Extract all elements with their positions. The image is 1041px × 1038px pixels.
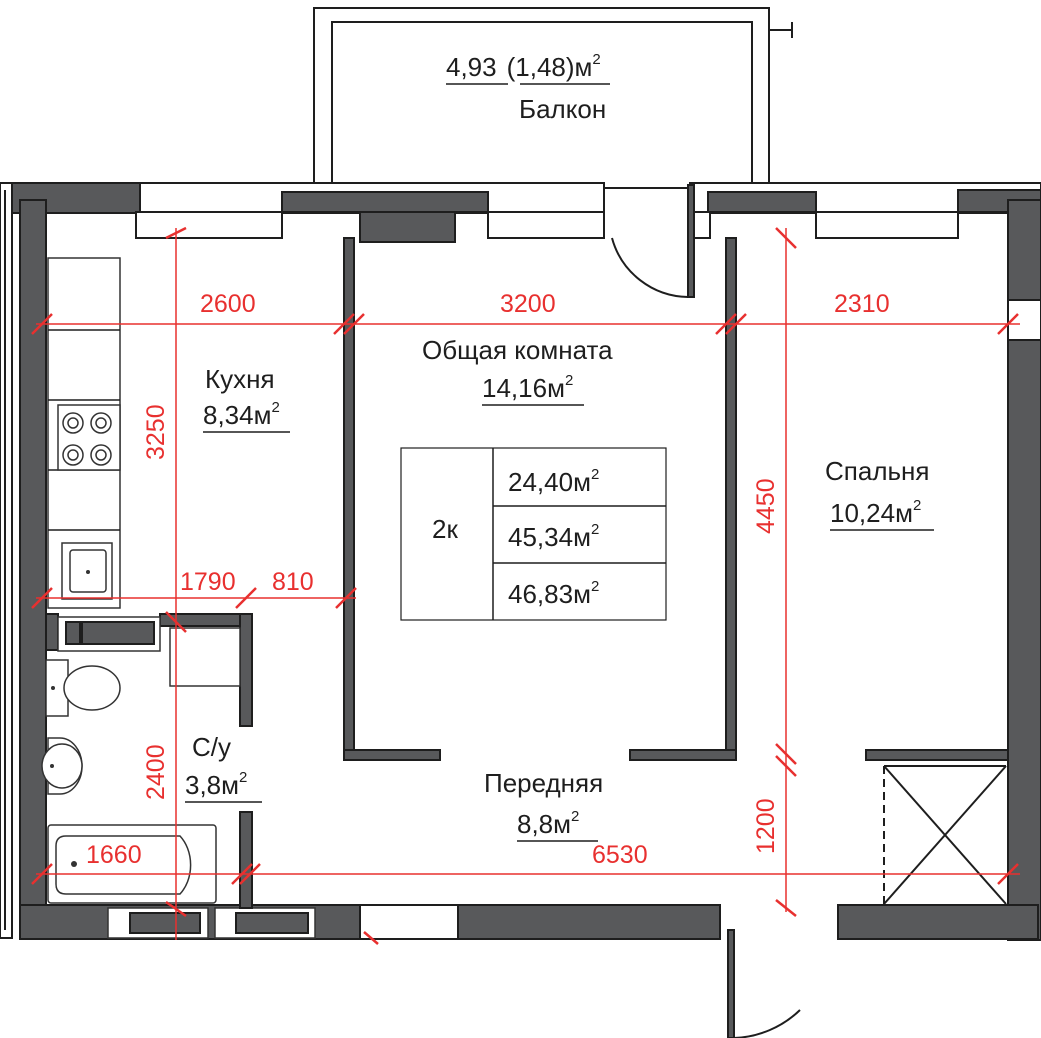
dim-hall-right: 810 — [272, 568, 314, 596]
svg-text:45,34м2: 45,34м2 — [508, 521, 599, 552]
bedroom-area-sup: 2 — [913, 497, 921, 514]
bathtub-icon — [47, 824, 217, 904]
kitchen-area-sup: 2 — [271, 399, 279, 416]
balcony-area: 4,93 — [446, 52, 497, 82]
living-area-total-sup: 2 — [591, 466, 599, 483]
hall-area-sup: 2 — [571, 808, 579, 825]
dim-bath-width: 1660 — [86, 841, 142, 869]
dim-hall-depth: 1200 — [752, 798, 780, 854]
hall-area: 8,8м — [517, 809, 571, 839]
living-area: 14,16м — [482, 373, 565, 403]
dim-living-width: 3200 — [500, 290, 556, 318]
bathroom-label: С/у 3,8м2 — [185, 732, 262, 803]
bathroom-name: С/у — [192, 732, 231, 762]
living-area-sup: 2 — [565, 372, 573, 389]
total-area-with-balcony: 46,83м — [508, 579, 591, 609]
kitchen-area: 8,34м — [203, 400, 271, 430]
bedroom-name: Спальня — [825, 456, 929, 486]
dim-kitchen-width: 2600 — [200, 290, 256, 318]
left-wall — [0, 182, 47, 939]
balcony-area-sup: 2 — [592, 51, 600, 68]
total-area-sup: 2 — [591, 521, 599, 538]
svg-text:3,8м2: 3,8м2 — [185, 769, 247, 800]
wardrobe — [883, 765, 1007, 905]
kitchen-label: Кухня 8,34м2 — [203, 364, 290, 433]
total-area: 45,34м — [508, 522, 591, 552]
svg-text:8,8м2: 8,8м2 — [517, 808, 579, 839]
dim-total-width: 6530 — [592, 841, 648, 869]
balcony — [313, 7, 793, 189]
svg-text:10,24м2: 10,24м2 — [830, 497, 921, 528]
svg-text:24,40м2: 24,40м2 — [508, 466, 599, 497]
dim-bedroom-width: 2310 — [834, 290, 890, 318]
bathroom-area-sup: 2 — [239, 769, 247, 786]
living-name: Общая комната — [422, 335, 613, 365]
balcony-name: Балкон — [519, 94, 606, 124]
stove-icon — [57, 404, 121, 471]
svg-text:8,34м2: 8,34м2 — [203, 399, 280, 430]
bottom-wall — [19, 904, 1039, 940]
svg-text:46,83м2: 46,83м2 — [508, 578, 599, 609]
entrance-door — [727, 929, 801, 1038]
kitchen-sink-icon — [61, 542, 113, 600]
toilet-icon — [45, 659, 121, 717]
living-label: Общая комната 14,16м2 — [422, 335, 613, 406]
hall-name: Передняя — [484, 768, 603, 798]
dim-bedroom-depth: 4450 — [752, 478, 780, 534]
dim-hall-left: 1790 — [180, 568, 236, 596]
bedroom-label: Спальня 10,24м2 — [825, 456, 934, 531]
balcony-label: 4,93 (1,48)м2 Балкон — [446, 51, 610, 124]
living-area-total: 24,40м — [508, 467, 591, 497]
svg-text:14,16м2: 14,16м2 — [482, 372, 573, 403]
balcony-area-reduced: (1,48)м — [507, 52, 593, 82]
washbasin-icon — [41, 737, 83, 795]
room-count: 2к — [432, 514, 458, 544]
bedroom-area: 10,24м — [830, 498, 913, 528]
svg-text:4,93(1,48)м2: 4,93 (1,48)м2 — [446, 51, 601, 82]
top-wall — [0, 182, 1041, 243]
kitchen-name: Кухня — [205, 364, 275, 394]
dim-kitchen-depth: 3250 — [142, 404, 170, 460]
partitions — [45, 237, 1009, 909]
dim-bath-depth: 2400 — [142, 744, 170, 800]
dimension-lines — [31, 226, 1020, 945]
right-wall — [1007, 199, 1041, 941]
bathroom-fixtures — [57, 616, 241, 687]
hall-label: Передняя 8,8м2 — [484, 768, 603, 842]
balcony-door — [611, 184, 695, 298]
area-summary-table: 2к 24,40м2 45,34м2 46,83м2 — [400, 447, 667, 621]
total-area-with-balcony-sup: 2 — [591, 578, 599, 595]
bathroom-area: 3,8м — [185, 770, 239, 800]
